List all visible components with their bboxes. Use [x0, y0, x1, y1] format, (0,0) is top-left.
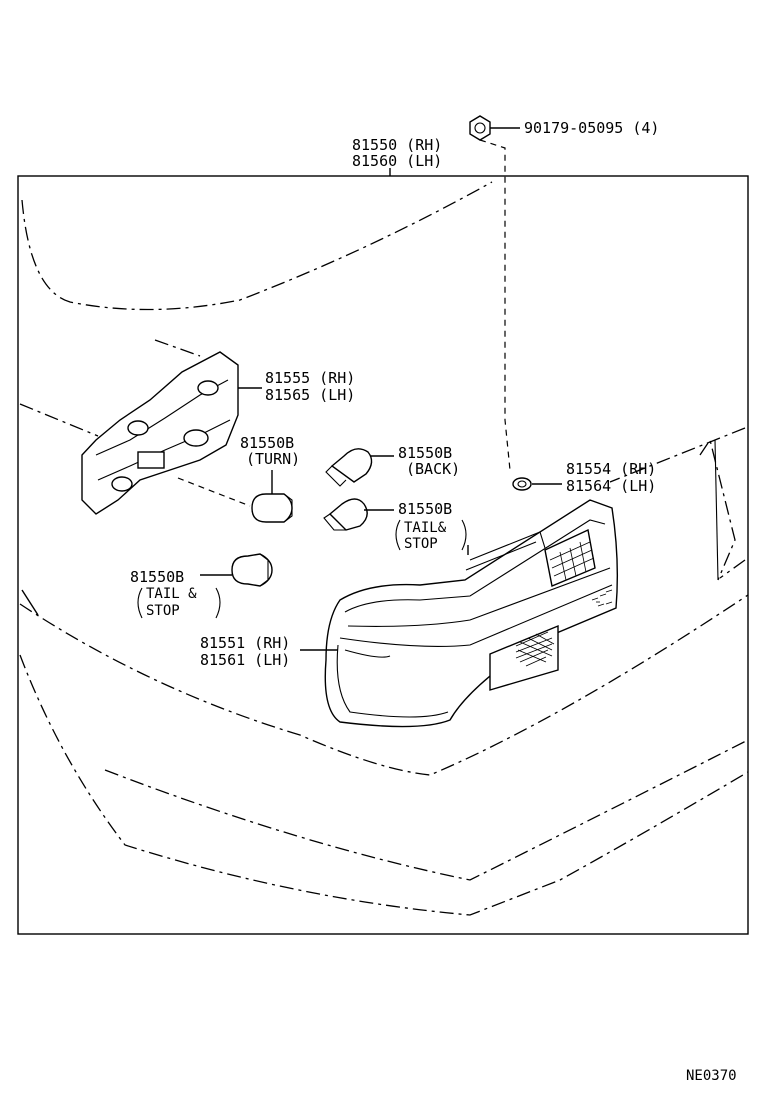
gasket-part	[512, 477, 562, 491]
label-bulb-tail-left-line2: TAIL &	[146, 586, 197, 602]
label-bulb-back: 81550B (BACK)	[398, 444, 460, 478]
label-gasket-line2: 81564 (LH)	[566, 477, 656, 495]
label-bulb-tail-left-bracket	[137, 587, 143, 619]
label-bulb-tail-left-bracket-close	[215, 587, 221, 619]
label-bulb-turn: 81550B (TURN)	[240, 434, 300, 468]
bulb-tail-left-part	[200, 553, 273, 587]
label-gasket: 81554 (RH) 81564 (LH)	[566, 460, 656, 495]
label-bulb-turn-line1: 81550B	[240, 434, 294, 452]
label-lamp-assy-line1: 81550 (RH)	[352, 136, 442, 154]
label-socket-plate-line1: 81555 (RH)	[265, 369, 355, 387]
label-bulb-tail-left-line3: STOP	[146, 603, 180, 619]
lens-part	[300, 499, 619, 728]
label-lens-line2: 81561 (LH)	[200, 651, 290, 669]
label-bulb-tail-right-bracket	[395, 519, 401, 551]
label-bulb-turn-line2: (TURN)	[246, 450, 300, 468]
label-bulb-tail-right-line2: TAIL&	[404, 520, 447, 536]
nut-part	[469, 115, 520, 471]
label-nut: 90179-05095 (4)	[524, 119, 659, 137]
label-socket-plate: 81555 (RH) 81565 (LH)	[265, 369, 355, 404]
bulb-back-part	[325, 448, 394, 487]
label-lamp-assy: 81550 (RH) 81560 (LH)	[352, 136, 442, 170]
diagram-frame	[17, 175, 749, 935]
label-bulb-tail-left-line1: 81550B	[130, 568, 184, 586]
label-bulb-back-line2: (BACK)	[406, 460, 460, 478]
label-bulb-tail-right-line1: 81550B	[398, 500, 452, 518]
socket-plate-part	[81, 351, 262, 515]
label-gasket-line1: 81554 (RH)	[566, 460, 656, 478]
label-bulb-tail-right-line3: STOP	[404, 536, 438, 552]
bulb-turn-part	[177, 470, 293, 523]
label-lamp-assy-line2: 81560 (LH)	[352, 152, 442, 170]
label-bulb-tail-right: 81550B TAIL& STOP	[395, 500, 467, 552]
label-bulb-back-line1: 81550B	[398, 444, 452, 462]
label-socket-plate-line2: 81565 (LH)	[265, 386, 355, 404]
vehicle-body-outline	[19, 181, 749, 916]
bulb-tail-right-part	[323, 498, 394, 531]
label-bulb-tail-left: 81550B TAIL & STOP	[130, 568, 221, 619]
label-nut-line1: 90179-05095 (4)	[524, 119, 659, 137]
diagram-code: NE0370	[686, 1068, 737, 1084]
label-lens: 81551 (RH) 81561 (LH)	[200, 634, 290, 669]
label-bulb-tail-right-bracket-close	[461, 519, 467, 551]
label-lens-line1: 81551 (RH)	[200, 634, 290, 652]
